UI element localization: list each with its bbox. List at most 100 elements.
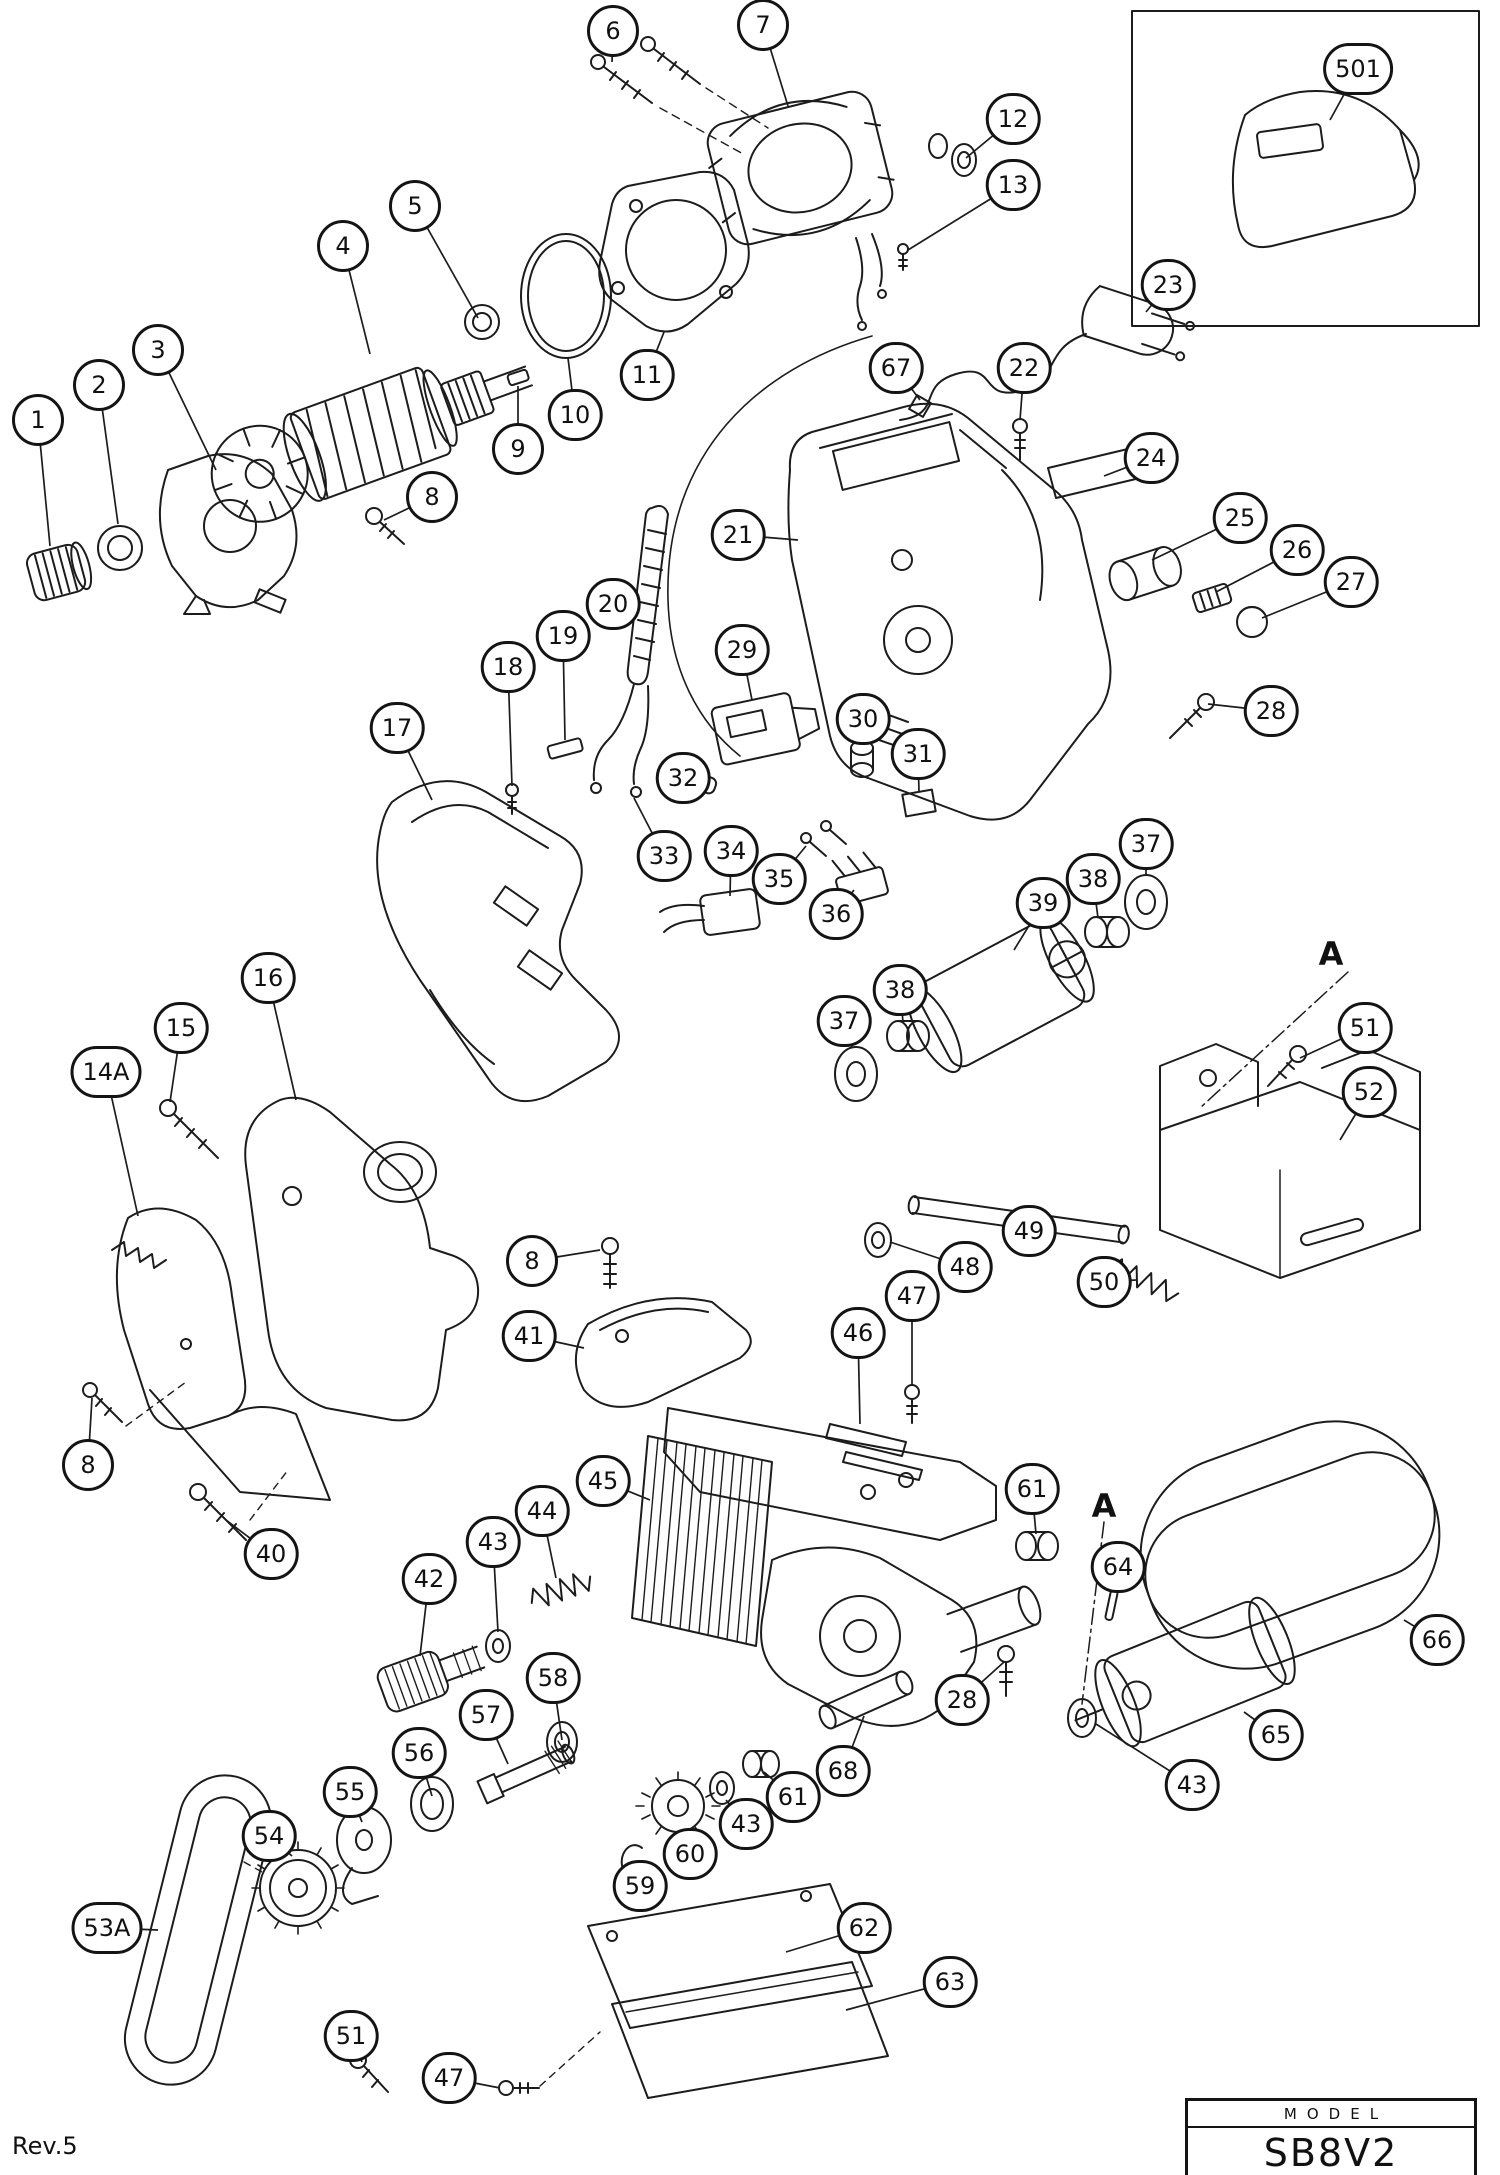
callout-balloon-7: 7	[737, 0, 789, 51]
callout-balloon-40: 40	[243, 1528, 299, 1580]
callout-balloon-11: 11	[619, 349, 675, 401]
screw-8b-drawing	[601, 1237, 619, 1289]
callout-balloon-16: 16	[240, 952, 296, 1004]
part-31-drawing	[901, 788, 937, 818]
callout-balloon-22: 22	[996, 342, 1052, 394]
screw-28-drawing	[1169, 693, 1215, 739]
callout-balloon-54: 54	[241, 1810, 297, 1862]
callout-balloon-34: 34	[703, 825, 759, 877]
fan-guard-drawing	[158, 453, 298, 615]
callout-balloon-57: 57	[458, 1689, 514, 1741]
callout-balloon-63: 63	[922, 1956, 978, 2008]
callout-balloon-55: 55	[322, 1766, 378, 1818]
cover-plate-drawing	[598, 170, 750, 333]
callout-balloon-24: 24	[1123, 432, 1179, 484]
callout-balloon-2: 2	[73, 359, 125, 411]
handle-drawing	[376, 780, 620, 1103]
top-cover-41-drawing	[574, 1297, 752, 1408]
screw-8-drawing	[365, 507, 405, 545]
model-label: MODEL	[1188, 2101, 1474, 2128]
model-title-block: MODEL SB8V2	[1185, 2098, 1477, 2175]
nut-1-drawing	[25, 541, 93, 602]
belt-guide-dash	[243, 1861, 263, 1873]
callout-balloon-10: 10	[547, 389, 603, 441]
callout-balloon-28: 28	[1243, 685, 1299, 737]
dust-bag-drawing	[1231, 90, 1420, 248]
washer-43c-drawing	[709, 1771, 735, 1805]
screw-47-drawing	[904, 1384, 920, 1424]
base-plate-62-drawing	[587, 1883, 873, 2029]
callout-balloon-37: 37	[816, 995, 872, 1047]
armature-drawing	[210, 365, 533, 523]
callout-balloon-33: 33	[636, 830, 692, 882]
bearing-5-drawing	[464, 304, 500, 340]
callout-balloon-53A: 53A	[71, 1902, 143, 1954]
shaft-68-drawing	[818, 1670, 914, 1730]
callout-balloon-23: 23	[1140, 259, 1196, 311]
spacer-61b-drawing	[742, 1750, 780, 1778]
section-line-a1	[1199, 971, 1349, 1109]
callout-balloon-44: 44	[514, 1485, 570, 1537]
callout-balloon-5: 5	[389, 180, 441, 232]
knob-42-drawing	[376, 1645, 486, 1713]
callout-balloon-17: 17	[369, 702, 425, 754]
drive-belt-drawing	[123, 1774, 273, 2086]
callout-balloon-66: 66	[1409, 1614, 1465, 1666]
spacer-38-left-drawing	[886, 1020, 930, 1052]
callout-balloon-6: 6	[587, 5, 639, 57]
callout-balloon-62: 62	[836, 1902, 892, 1954]
callout-balloon-65: 65	[1248, 1709, 1304, 1761]
base-plate-63-drawing	[611, 1961, 889, 2099]
front-knob-drawing	[111, 1207, 331, 1521]
screw-18-drawing	[505, 783, 519, 815]
callout-balloon-59: 59	[612, 1860, 668, 1912]
callout-balloon-50: 50	[1076, 1256, 1132, 1308]
callout-balloon-26: 26	[1269, 524, 1325, 576]
callout-balloon-46: 46	[830, 1307, 886, 1359]
screw-40-drawing	[189, 1483, 247, 1541]
callout-balloon-13: 13	[985, 159, 1041, 211]
washer-43b-drawing	[1067, 1698, 1097, 1738]
washer-48-drawing	[864, 1222, 892, 1258]
side-cover-drawing	[244, 1096, 480, 1422]
part-67-drawing	[908, 394, 932, 418]
callout-balloon-36: 36	[808, 888, 864, 940]
bearing-2-drawing	[97, 525, 143, 571]
callout-balloon-48: 48	[937, 1241, 993, 1293]
spring-44-drawing	[530, 1573, 592, 1607]
callout-balloon-28: 28	[934, 1674, 990, 1726]
screw-8c-drawing	[82, 1382, 123, 1423]
bracket-19-drawing	[546, 737, 584, 760]
callout-balloon-39: 39	[1015, 877, 1071, 929]
bearing-56-drawing	[410, 1776, 454, 1832]
o-ring-drawing	[520, 233, 612, 359]
callout-balloon-45: 45	[575, 1455, 631, 1507]
callout-balloon-31: 31	[890, 728, 946, 780]
stator-drawing	[706, 90, 895, 331]
sanding-belt-drawing	[1139, 1420, 1441, 1670]
callout-balloon-64: 64	[1090, 1541, 1146, 1593]
washer-37-left-drawing	[834, 1046, 878, 1102]
callout-balloon-8: 8	[406, 471, 458, 523]
callout-balloon-8: 8	[506, 1235, 558, 1287]
callout-balloon-29: 29	[714, 624, 770, 676]
callout-balloon-51: 51	[1337, 1002, 1393, 1054]
callout-balloon-8: 8	[62, 1439, 114, 1491]
callout-balloon-25: 25	[1212, 492, 1268, 544]
callout-balloon-58: 58	[525, 1652, 581, 1704]
sander-body-drawing	[631, 1407, 1042, 1727]
callout-balloon-67: 67	[868, 342, 924, 394]
drive-roller-drawing	[1074, 1596, 1296, 1748]
switch-drawing	[710, 692, 821, 766]
callout-balloon-38: 38	[1065, 853, 1121, 905]
screws-drawing	[590, 36, 769, 156]
callout-balloon-20: 20	[585, 578, 641, 630]
callout-balloon-9: 9	[492, 423, 544, 475]
model-number: SB8V2	[1263, 2131, 1399, 2175]
bracket-assembly-drawing	[1159, 1043, 1421, 1279]
callout-balloon-38: 38	[872, 964, 928, 1016]
callout-balloon-51: 51	[323, 2010, 379, 2062]
screw-51-drawing	[1267, 1045, 1307, 1087]
